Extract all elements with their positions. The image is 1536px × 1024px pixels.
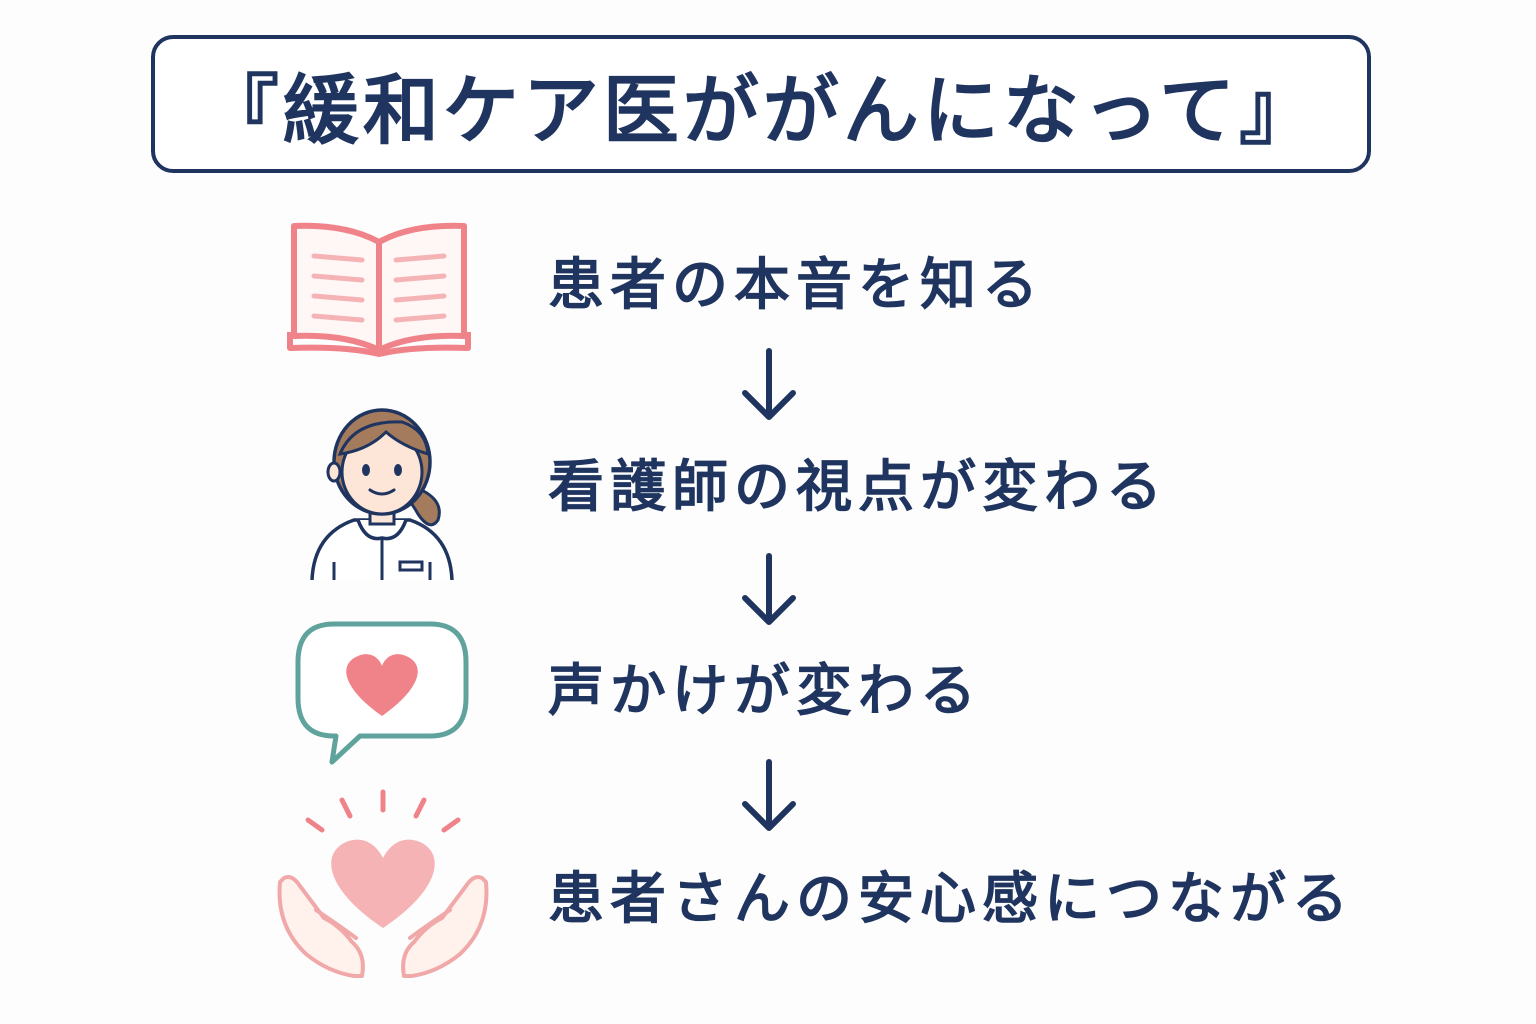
step-2-text: 看護師の視点が変わる [548, 455, 1168, 520]
hands-heart-icon [277, 789, 489, 978]
down-arrow-icon [742, 759, 796, 831]
step-3-text: 声かけが変わる [548, 659, 982, 724]
speech-bubble-heart-icon [295, 621, 469, 765]
nurse-icon [310, 408, 454, 580]
down-arrow-icon [742, 553, 796, 625]
page-title: 『緩和ケア医ががんになって』 [202, 66, 1320, 155]
title-box: 『緩和ケア医ががんになって』 [151, 35, 1371, 173]
down-arrow-icon [742, 348, 796, 420]
open-book-icon [287, 222, 471, 357]
step-1-text: 患者の本音を知る [548, 253, 1044, 318]
step-4-text: 患者さんの安心感につながる [548, 867, 1354, 932]
